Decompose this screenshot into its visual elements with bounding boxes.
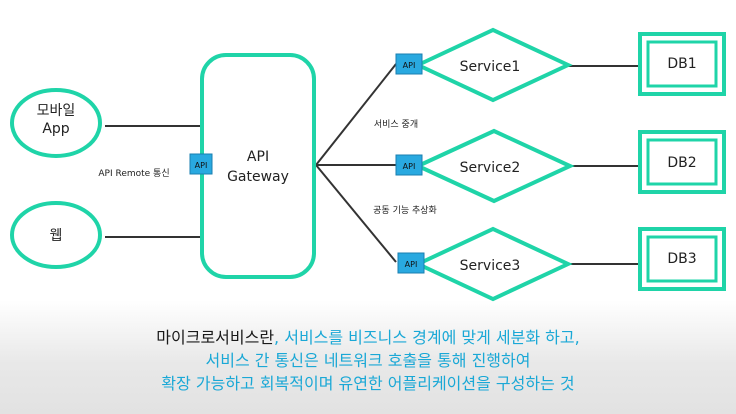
edge-gateway-service1 [315, 63, 397, 166]
db3-node-inner [646, 235, 718, 283]
api-tag-service3-label: API [405, 260, 418, 269]
mobile-app-label-line1: 모바일 [37, 103, 76, 119]
api-tag-service1 [395, 53, 423, 75]
api-gateway-label-line1: API [247, 149, 269, 165]
service-relay-label: 서비스 중개 [374, 119, 418, 130]
caption-background [0, 300, 736, 414]
db1-node-inner [646, 40, 718, 88]
service3-label: Service3 [460, 258, 521, 274]
db2-label: DB2 [667, 155, 696, 171]
subtitle-caption: 마이크로서비스란, 서비스를 비즈니스 경계에 맞게 세분화 하고, 서비스 간… [0, 326, 736, 395]
caption-line-2: 서비스 간 통신은 네트워크 호출을 통해 진행하여 [205, 351, 531, 370]
api-tag-service1-label: API [403, 61, 416, 70]
caption-line-1-rest: , 서비스를 비즈니스 경계에 맞게 세분화 하고, [274, 328, 580, 347]
mobile-app-label-line2: App [42, 121, 69, 137]
service1-label: Service1 [460, 59, 521, 75]
service1-node [413, 27, 573, 103]
api-tag-gateway [189, 153, 213, 175]
api-tag-gateway-label: API [195, 161, 208, 170]
service2-label: Service2 [460, 160, 521, 176]
db3-label: DB3 [667, 251, 696, 267]
edge-gateway-service3 [315, 164, 397, 263]
web-node [10, 201, 102, 269]
remote-call-label: API Remote 통신 [98, 168, 169, 179]
service2-node [413, 128, 575, 204]
api-gateway-label-line2: Gateway [227, 169, 289, 185]
api-tag-service3 [397, 252, 425, 274]
api-tag-service2 [395, 154, 423, 176]
web-label: 웹 [50, 228, 63, 244]
caption-line-3: 확장 가능하고 회복적이며 유연한 어플리케이션을 구성하는 것 [161, 374, 575, 393]
api-tag-service2-label: API [403, 162, 416, 171]
api-gateway-node [200, 53, 316, 279]
caption-line-1-term: 마이크로서비스란 [156, 328, 275, 347]
caption-line-1: 마이크로서비스란, 서비스를 비즈니스 경계에 맞게 세분화 하고, [0, 326, 736, 349]
db1-label: DB1 [667, 56, 696, 72]
mobile-app-node [10, 88, 102, 158]
db2-node-inner [646, 138, 718, 186]
service3-node [413, 226, 573, 302]
common-function-label: 공동 기능 추상화 [373, 205, 437, 216]
